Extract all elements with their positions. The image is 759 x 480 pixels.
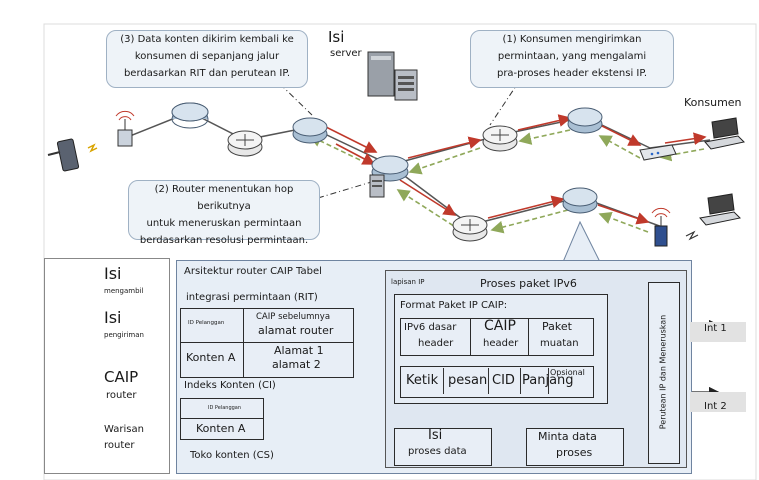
- ipv6-base-label: IPv6 dasar: [404, 322, 457, 333]
- field-message: pesan: [448, 373, 488, 388]
- callout-step-2: (2) Router menentukan hop berikutnya unt…: [128, 180, 320, 246]
- caip-header-label: header: [483, 338, 519, 349]
- content-data-process-box: [394, 428, 492, 466]
- caip-router-4: [567, 107, 603, 134]
- legacy-router-3: [452, 215, 488, 242]
- rit-prev-label-1: CAIP sebelumnya: [256, 312, 331, 322]
- rit-prev-label-2: alamat router: [258, 324, 334, 337]
- field-type: Ketik: [406, 373, 439, 388]
- interface-1-label: Int 1: [704, 323, 727, 334]
- content-process-title: Isi: [428, 428, 443, 443]
- legend-caip-label: CAIP: [104, 368, 139, 386]
- request-process-label: proses: [556, 446, 593, 459]
- request-process-title: Minta data: [538, 430, 597, 443]
- legend-caip-sub: router: [106, 390, 137, 401]
- legacy-router-2: [482, 125, 518, 152]
- ipv6-process-title: Proses paket IPv6: [480, 277, 577, 290]
- caip-router-2: [292, 117, 328, 144]
- field-cid: CID: [492, 373, 515, 388]
- fetch-arrows: [308, 129, 705, 234]
- ci-title: Indeks Konten (CI): [184, 380, 276, 391]
- laptop-icon-2: [699, 193, 742, 226]
- legend-legacy-label: Warisan: [104, 424, 144, 435]
- ipv6-base-header-label: header: [418, 338, 454, 349]
- callout-step-1: (1) Konsumen mengirimkan permintaan, yan…: [470, 30, 674, 88]
- cache-server-icon: [369, 174, 385, 198]
- tablet-device-icon: [47, 138, 98, 172]
- ip-routing-forwarding-box: [648, 282, 680, 464]
- legacy-router-1: [227, 130, 263, 157]
- legend-fetch-label: Isi: [104, 264, 122, 283]
- rit-addr-2: alamat 2: [272, 358, 321, 371]
- interface-2-label: Int 2: [704, 401, 727, 412]
- field-length: Panjang: [522, 373, 574, 388]
- wireless-access-point-icon: [115, 110, 135, 147]
- legend-fetch-sub: mengambil: [104, 287, 144, 295]
- rit-konten-label: Konten A: [186, 351, 236, 364]
- callout-step-3: (3) Data konten dikirim kembali ke konsu…: [106, 30, 308, 88]
- caip-header-fields-row: [400, 366, 594, 398]
- request-data-process-box: [526, 428, 624, 466]
- content-process-label: proses data: [408, 446, 467, 457]
- laptop-icon-1: [704, 117, 746, 150]
- cs-title: Toko konten (CS): [190, 450, 274, 461]
- interface-2-bar: [690, 392, 746, 412]
- rit-id-cell: [180, 308, 244, 344]
- rit-id-label: ID Pelanggan: [188, 320, 225, 326]
- payload-field: [528, 318, 594, 356]
- server-label: server: [330, 48, 362, 59]
- delivery-arrows: [321, 114, 707, 225]
- ipv6-base-header-field: [400, 318, 472, 356]
- ci-konten-label: Konten A: [196, 422, 246, 435]
- legend-panel: [44, 258, 170, 474]
- wireless-access-point-icon-right: [651, 207, 671, 247]
- rit-addr-1: Alamat 1: [274, 344, 324, 357]
- ci-data-row: [180, 418, 264, 440]
- server-icon: [367, 51, 418, 101]
- caip-router-5: [562, 187, 598, 214]
- ci-id-label: ID Pelanggan: [208, 405, 242, 411]
- diagram-frame: [43, 23, 757, 480]
- field-optional: Opsional: [550, 368, 585, 377]
- consumer-label: Konsumen: [684, 96, 742, 109]
- payload-title: Paket: [542, 320, 572, 333]
- packet-format-title: Format Paket IP CAIP:: [400, 300, 508, 311]
- ip-layer-label: lapisan IP: [391, 278, 425, 286]
- content-server-label: Isi: [328, 28, 345, 46]
- caip-router-1: [171, 102, 209, 129]
- payload-label: muatan: [540, 338, 579, 349]
- ip-routing-label: Perutean IP dan Meneruskan: [658, 314, 668, 430]
- rit-konten-cell: [180, 342, 244, 378]
- interface-1-bar: [690, 322, 746, 342]
- rit-title: integrasi permintaan (RIT): [186, 292, 318, 303]
- caip-header-title: CAIP: [484, 318, 516, 334]
- modem-icon: [639, 144, 677, 161]
- legend-delivery-label: Isi: [104, 308, 122, 327]
- legend-legacy-sub: router: [104, 440, 135, 451]
- architecture-title: Arsitektur router CAIP Tabel: [184, 266, 322, 277]
- legend-delivery-sub: pengiriman: [104, 331, 144, 339]
